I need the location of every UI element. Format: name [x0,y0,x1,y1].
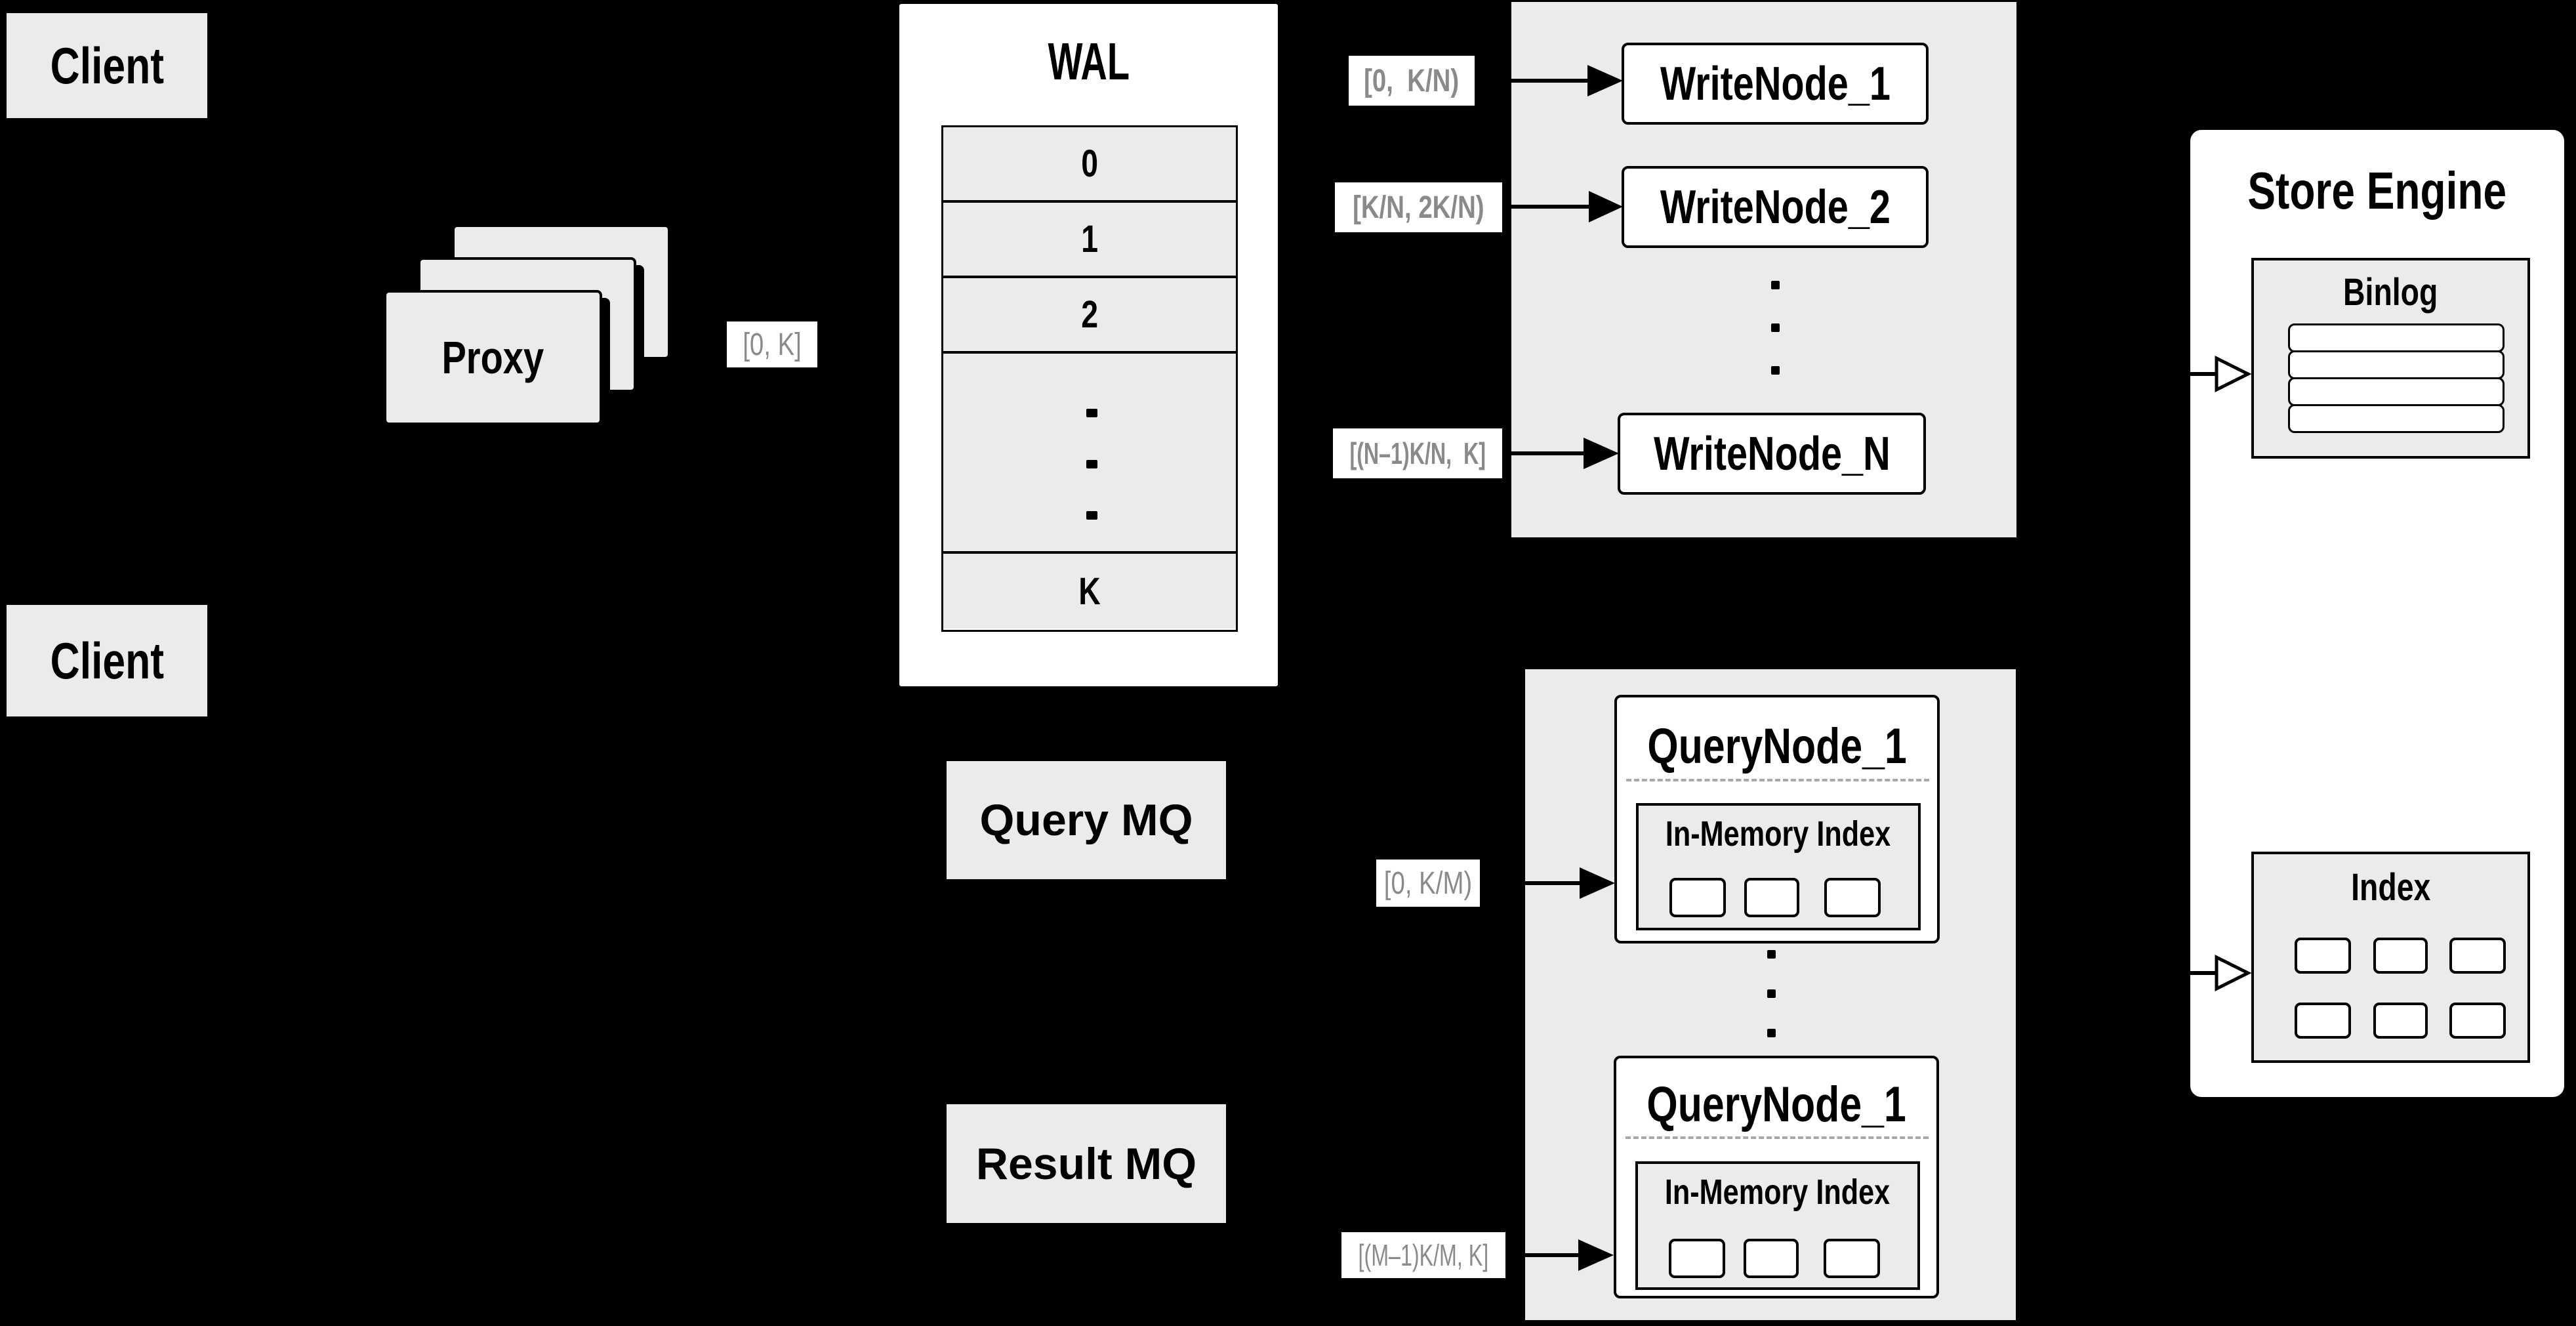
query-mq-box: Query MQ [947,761,1226,879]
write-node-2: WriteNode_2 [1622,166,1929,248]
range-chip-write-2: [K/N, 2K/N) [1335,182,1502,232]
range-chip-write-n: [(N–1)K/N, K] [1333,428,1502,478]
index-segment-cell [2373,938,2428,974]
in-memory-index-2-title: In-Memory Index [1665,1172,1891,1212]
index-title: Index [2350,865,2431,909]
store-engine-panel: Store Engine Binlog Index [2188,128,2566,1099]
index-segment-cell [2373,1003,2428,1039]
result-mq-box: Result MQ [947,1104,1226,1223]
range-chip-query-1-text: [0, K/M) [1383,865,1473,901]
client-top-label: Client [50,36,164,94]
arrow-to-write-node-n [1505,438,1619,469]
wal-panel: WAL 0 1 2 K [897,2,1280,688]
wal-ellipsis-dot [1086,511,1097,520]
wal-row-1: 1 [943,203,1236,278]
proxy-card-front: Proxy [384,290,602,425]
arrow-to-write-node-2 [1505,191,1623,222]
client-box-bottom: Client [7,605,207,716]
index-segment-cell [2449,1003,2506,1039]
range-chip-proxy-to-wal-text: [0, K] [743,327,802,362]
range-chip-write-n-text: [(N–1)K/N, K] [1349,436,1486,470]
client-bottom-label: Client [50,631,164,690]
wal-row-2: 2 [943,278,1236,354]
query-node-2-divider [1625,1136,1929,1139]
wal-segment-table: 0 1 2 K [941,125,1238,632]
arrow-to-query-node-1 [1482,867,1615,899]
query-node-1-divider [1626,779,1929,781]
write-node-ellipsis-dot [1771,281,1780,289]
range-chip-query-m: [(M–1)K/M, K] [1341,1232,1505,1278]
write-node-1: WriteNode_1 [1622,43,1929,125]
query-node-2-title: QueryNode_1 [1646,1076,1906,1132]
memory-segment-cell [1744,1239,1799,1278]
range-chip-write-2-text: [K/N, 2K/N) [1353,190,1484,225]
write-node-ellipsis-dot [1771,323,1780,332]
query-node-1: QueryNode_1 In-Memory Index [1614,695,1940,943]
store-engine-title: Store Engine [2247,161,2507,220]
wal-ellipsis-dot [1086,409,1097,417]
query-node-ellipsis-dot [1767,950,1776,959]
memory-segment-cell [1824,1239,1880,1278]
arrow-to-query-node-m [1508,1239,1614,1271]
binlog-title: Binlog [2343,270,2438,314]
index-segment-cell [2449,938,2506,974]
client-box-top: Client [7,13,207,118]
wal-row-ellipsis [943,354,1236,554]
memory-segment-cell [1744,878,1799,917]
index-segment-cell [2295,938,2351,974]
write-node-n: WriteNode_N [1618,413,1926,495]
range-chip-query-1: [0, K/M) [1376,860,1480,907]
wal-row-0: 0 [943,127,1236,203]
query-mq-label: Query MQ [979,795,1193,845]
wal-ellipsis-dot [1086,460,1097,468]
arrow-to-binlog [2117,355,2252,393]
range-chip-query-m-text: [(M–1)K/M, K] [1358,1238,1489,1272]
index-segment-cell [2295,1003,2351,1039]
binlog-row [2288,404,2504,433]
range-chip-write-1-text: [0, K/N) [1364,63,1460,98]
query-node-2: QueryNode_1 In-Memory Index [1614,1056,1939,1298]
in-memory-index-box-1: In-Memory Index [1636,803,1921,930]
range-chip-proxy-to-wal: [0, K] [727,321,817,367]
query-node-group: QueryNode_1 In-Memory Index QueryNode_1 [1525,669,2016,1320]
binlog-box: Binlog [2251,258,2530,459]
write-node-group: WriteNode_1 WriteNode_2 WriteNode_N [1511,2,2016,537]
result-mq-label: Result MQ [975,1138,1197,1189]
memory-segment-cell [1824,878,1881,917]
query-node-ellipsis-dot [1767,989,1776,998]
arrow-to-index [2117,954,2252,992]
wal-row-k: K [943,554,1236,629]
write-node-ellipsis-dot [1771,366,1780,375]
wal-title: WAL [1048,32,1130,91]
range-chip-write-1: [0, K/N) [1349,56,1475,106]
arrow-to-write-node-1 [1477,65,1623,96]
memory-segment-cell [1669,878,1726,917]
in-memory-index-box-2: In-Memory Index [1635,1161,1920,1290]
query-node-1-title: QueryNode_1 [1647,718,1907,774]
proxy-label: Proxy [441,332,544,383]
in-memory-index-1-title: In-Memory Index [1666,814,1891,854]
query-node-ellipsis-dot [1767,1029,1776,1037]
index-box: Index [2251,852,2530,1063]
memory-segment-cell [1669,1239,1725,1278]
